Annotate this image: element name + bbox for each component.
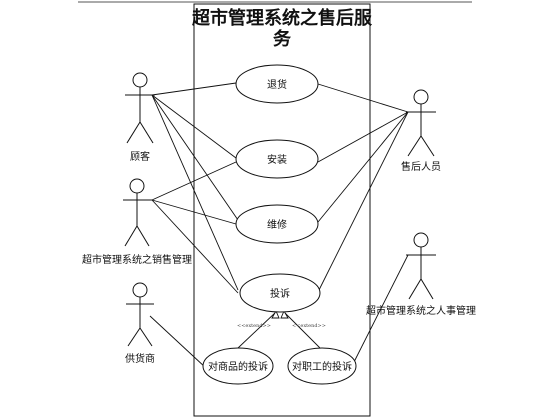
use-case-staff-complaint[interactable]: 对职工的投诉 <box>287 347 357 385</box>
use-case-install-label: 安装 <box>267 153 287 166</box>
actor-sales-management-head <box>129 178 145 194</box>
actor-after-sales-staff-leg-right <box>420 135 435 157</box>
use-case-return-shape <box>235 64 319 104</box>
actor-after-sales-staff-head <box>413 89 429 105</box>
use-case-install[interactable]: 安装 <box>235 139 319 179</box>
gen-product-complaint <box>237 311 277 349</box>
actor-hr-management-leg-left <box>408 278 422 300</box>
assoc-hr-staffcomplaint <box>351 254 409 367</box>
use-case-install-shape <box>235 139 319 179</box>
extend-label-left: <<extend>> <box>237 323 271 329</box>
generalizations <box>237 309 321 349</box>
use-case-staff-complaint-shape <box>287 347 357 385</box>
actor-supplier-label: 供货商 <box>125 352 155 365</box>
use-case-repair-label: 维修 <box>267 218 287 231</box>
system-title-line1: 超市管理系统之售后服 <box>192 7 373 29</box>
actor-sales-management-label: 超市管理系统之销售管理 <box>82 253 192 266</box>
system-title-line2: 务 <box>273 28 292 50</box>
actor-customer-head <box>132 72 148 88</box>
use-case-return[interactable]: 退货 <box>235 64 319 104</box>
actor-sales-management-leg-right <box>136 225 150 247</box>
actor-hr-management[interactable] <box>406 232 436 300</box>
actor-supplier-leg-left <box>127 327 141 347</box>
actor-after-sales-staff-leg-left <box>407 135 422 157</box>
actor-supplier-leg-right <box>139 327 153 347</box>
system-boundary <box>193 3 371 417</box>
assoc-staff-repair <box>317 111 409 223</box>
use-case-complaint-label: 投诉 <box>270 287 290 300</box>
assoc-staff-install <box>317 111 409 163</box>
actor-after-sales-staff[interactable] <box>406 89 436 157</box>
actor-supplier[interactable] <box>126 282 154 347</box>
actor-customer-leg-left <box>126 121 141 144</box>
assoc-sales-repair <box>151 199 237 225</box>
actor-customer-leg-right <box>139 121 154 144</box>
assoc-customer-complaint <box>151 94 239 291</box>
gen-arrowhead-left <box>271 309 280 319</box>
use-case-product-complaint-shape <box>202 347 274 385</box>
use-case-complaint-shape <box>239 273 321 313</box>
use-case-product-complaint-label: 对商品的投诉 <box>208 360 268 373</box>
use-case-repair-shape <box>235 204 319 244</box>
assoc-supplier-product <box>149 315 207 369</box>
assoc-staff-return <box>317 83 409 113</box>
extend-label-right: <<extend>> <box>292 323 326 329</box>
assoc-sales-install <box>151 161 237 201</box>
assoc-customer-install <box>151 94 237 159</box>
use-case-product-complaint[interactable]: 对商品的投诉 <box>202 347 274 385</box>
assoc-staff-complaint <box>317 111 409 293</box>
use-case-complaint[interactable]: 投诉 <box>239 273 321 313</box>
actor-hr-management-head <box>413 232 429 248</box>
actor-supplier-head <box>132 282 148 298</box>
use-case-repair[interactable]: 维修 <box>235 204 319 244</box>
actor-customer[interactable] <box>125 72 155 144</box>
actor-hr-management-leg-right <box>420 278 434 300</box>
actor-sales-management-leg-left <box>124 225 138 247</box>
actor-after-sales-staff-label: 售后人员 <box>401 160 441 173</box>
assoc-sales-complaint <box>151 199 239 294</box>
actor-customer-label: 顾客 <box>130 150 150 163</box>
actor-sales-management[interactable] <box>123 178 153 247</box>
assoc-customer-return <box>151 82 237 96</box>
gen-staff-complaint <box>283 311 321 349</box>
use-case-return-label: 退货 <box>267 78 287 91</box>
gen-arrowhead-right <box>280 309 289 319</box>
use-case-staff-complaint-label: 对职工的投诉 <box>292 360 352 373</box>
assoc-customer-repair <box>151 94 239 221</box>
associations <box>149 82 409 369</box>
actor-hr-management-label: 超市管理系统之人事管理 <box>366 304 476 317</box>
